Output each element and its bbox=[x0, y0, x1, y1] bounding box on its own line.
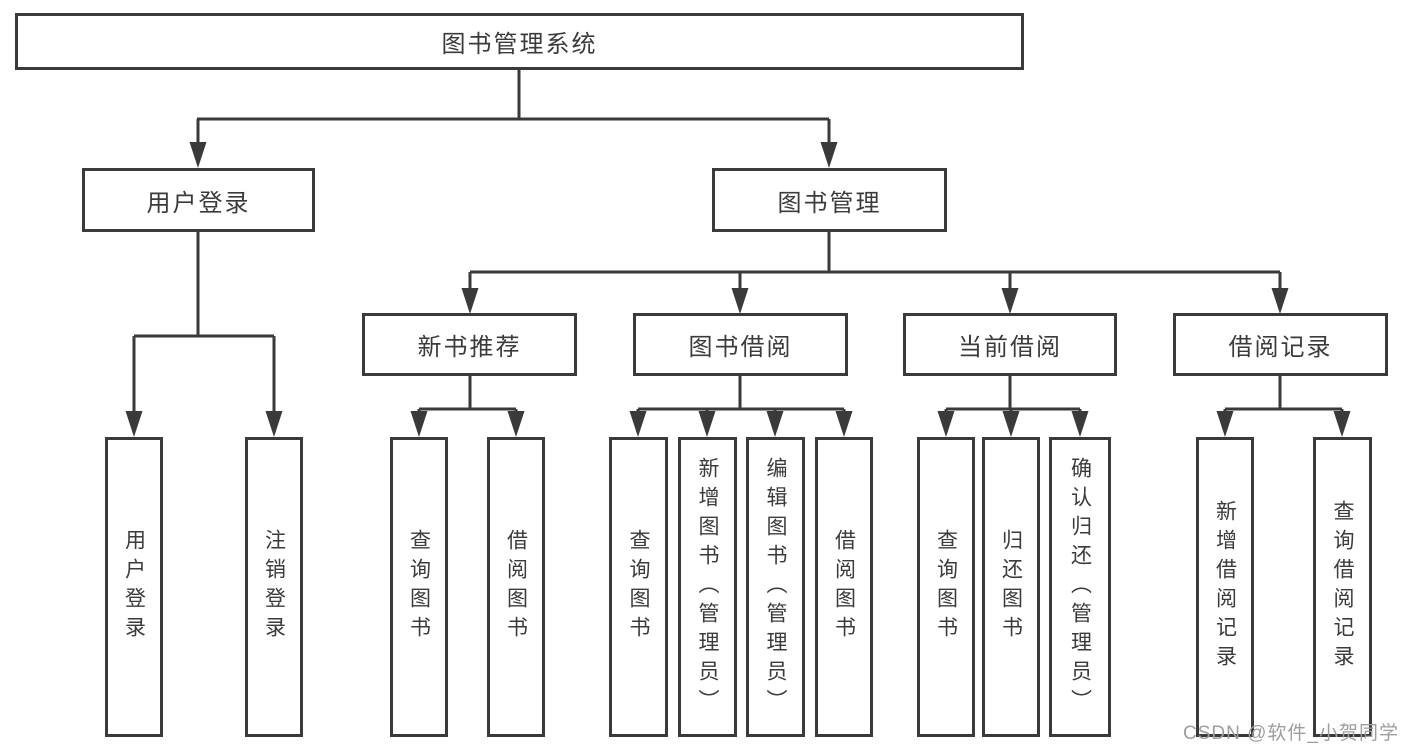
root-node-library-management-system: 图书管理系统 bbox=[15, 13, 1024, 70]
node-new-book-recommend: 新书推荐 bbox=[362, 313, 577, 376]
leaf-query-books-borrowing: 查询图书 bbox=[609, 437, 668, 737]
leaf-add-borrow-record: 新增借阅记录 bbox=[1196, 437, 1254, 737]
leaf-query-borrow-record: 查询借阅记录 bbox=[1313, 437, 1372, 737]
csdn-watermark: CSDN @软件_小贺同学 bbox=[1183, 723, 1399, 744]
node-book-borrowing: 图书借阅 bbox=[633, 313, 848, 376]
node-user-login: 用户登录 bbox=[82, 168, 315, 232]
leaf-add-book-admin: 新增图书（管理员） bbox=[678, 437, 737, 737]
leaf-query-books-current: 查询图书 bbox=[917, 437, 975, 737]
leaf-borrow-books-borrowing: 借阅图书 bbox=[815, 437, 873, 737]
leaf-confirm-return-admin: 确认归还（管理员） bbox=[1049, 437, 1111, 737]
leaf-return-books: 归还图书 bbox=[982, 437, 1040, 737]
leaf-user-login: 用户登录 bbox=[105, 437, 163, 737]
node-borrowing-records: 借阅记录 bbox=[1173, 313, 1388, 376]
leaf-logout: 注销登录 bbox=[245, 437, 303, 737]
leaf-borrow-books: 借阅图书 bbox=[487, 437, 545, 737]
node-book-management: 图书管理 bbox=[712, 168, 947, 232]
leaf-edit-book-admin: 编辑图书（管理员） bbox=[746, 437, 805, 737]
leaf-query-books: 查询图书 bbox=[390, 437, 448, 737]
node-current-borrowing: 当前借阅 bbox=[903, 313, 1117, 376]
